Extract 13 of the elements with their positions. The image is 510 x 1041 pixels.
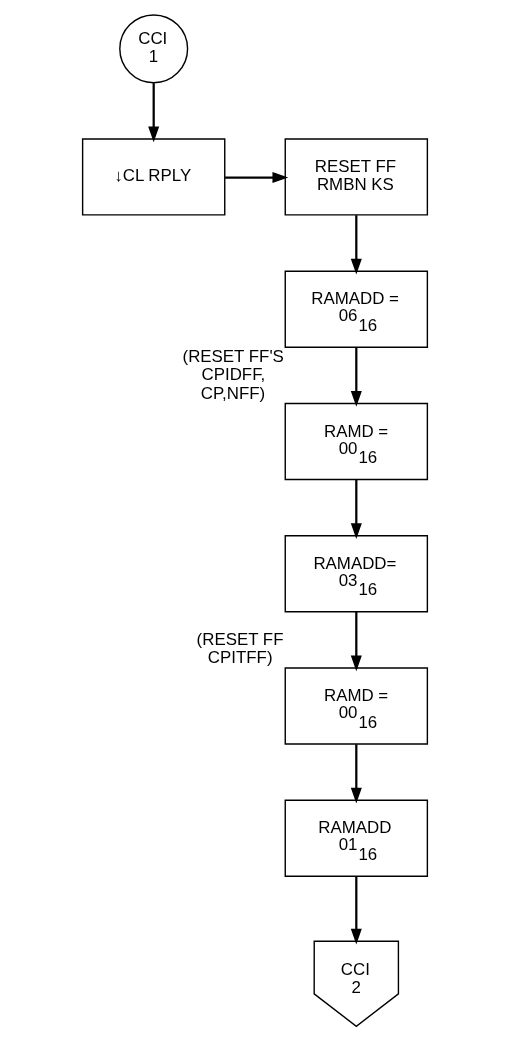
arrow [350, 876, 362, 945]
arrow [350, 744, 362, 804]
arrow [350, 612, 362, 672]
node-box: ↓CL RPLY [81, 138, 226, 216]
node-label: (RESET FF'S CPIDFF, CP,NFF) [182, 347, 284, 403]
arrow [350, 479, 362, 539]
node-circle: CCI 1 [119, 14, 189, 84]
arrow [225, 172, 289, 184]
arrow [350, 347, 362, 407]
node-label: (RESET FF CPITFF) [196, 629, 284, 668]
arrow [350, 215, 362, 275]
node-box: RESET FF RMBN KS [284, 138, 429, 216]
arrow [148, 83, 160, 143]
